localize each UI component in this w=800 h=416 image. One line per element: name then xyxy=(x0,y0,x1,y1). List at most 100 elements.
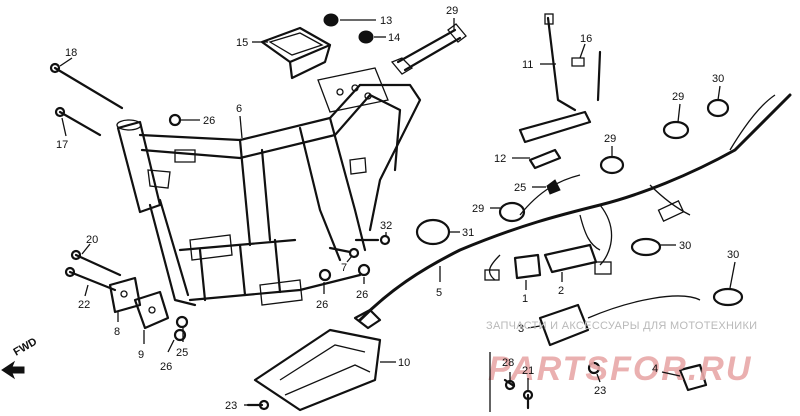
callout-28: 29 xyxy=(446,5,458,30)
callout-7: 7 xyxy=(341,255,353,274)
callout-18: 20 xyxy=(81,234,98,255)
fwd-label: FWD xyxy=(12,336,40,359)
callout-29-c: 29 xyxy=(472,203,500,215)
engine-bolt-18 xyxy=(70,249,122,277)
nut-26-mid-b xyxy=(357,263,371,277)
watermark-caption: ЗАПЧАСТИ И АКСЕССУАРЫ ДЛЯ МОТОТЕХНИКИ xyxy=(486,320,758,332)
callout-label: 25 xyxy=(514,182,526,194)
callout-22: 23 xyxy=(594,373,606,397)
callout-2: 2 xyxy=(558,272,564,297)
battery-strap xyxy=(390,23,467,75)
frame-body xyxy=(116,67,422,307)
callout-label: 2 xyxy=(558,285,564,297)
callout-16: 17 xyxy=(56,117,68,151)
clamp-29-d xyxy=(630,237,662,257)
callout-label: 13 xyxy=(380,15,392,27)
callout-20: 21 xyxy=(522,365,534,390)
callout-8: 8 xyxy=(114,312,120,338)
callout-label: 5 xyxy=(436,287,442,299)
cable-tag-15 xyxy=(571,57,585,67)
callout-label: 23 xyxy=(225,400,237,412)
callout-label: 29 xyxy=(672,91,684,103)
callout-label: 18 xyxy=(65,47,77,59)
callout-label: 30 xyxy=(727,249,739,261)
clamp-31 xyxy=(706,98,730,118)
skid-plate xyxy=(253,328,382,412)
callout-11: 11 xyxy=(522,59,556,71)
callout-3: 3 xyxy=(518,323,541,335)
callout-12: 12 xyxy=(494,153,530,165)
clamp-29-b xyxy=(599,155,625,175)
callout-26-mid-a: 26 xyxy=(316,282,328,311)
callout-23: 23 xyxy=(225,400,248,412)
wire-harness xyxy=(358,93,792,322)
engine-hanger-plate-9 xyxy=(133,290,170,330)
callout-label: 26 xyxy=(356,289,368,301)
callout-label: 23 xyxy=(594,385,606,397)
callout-label: 31 xyxy=(462,227,474,239)
bolt-7 xyxy=(328,246,360,259)
cdi-unit xyxy=(543,243,598,274)
callout-label: 7 xyxy=(341,262,347,274)
callout-26-mid-b: 26 xyxy=(356,277,368,301)
callout-29-b: 29 xyxy=(604,133,616,157)
callout-label: 1 xyxy=(522,293,528,305)
callout-9: 9 xyxy=(138,330,145,361)
callout-6: 6 xyxy=(236,103,243,139)
callout-32: 32 xyxy=(380,220,392,236)
nut-22 xyxy=(587,361,601,375)
clamp-29-e xyxy=(712,287,744,307)
callout-24: 25 xyxy=(514,182,546,194)
callout-label: 20 xyxy=(86,234,98,246)
callout-label: 4 xyxy=(652,363,658,375)
callout-14: 15 xyxy=(236,37,268,49)
callout-25: 25 xyxy=(176,328,188,359)
fwd-arrow xyxy=(1,360,25,380)
engine-hanger-plate-8 xyxy=(108,276,142,314)
grommet-lower xyxy=(358,30,374,44)
nut-25 xyxy=(175,315,189,329)
callout-label: 16 xyxy=(580,33,592,45)
bolt-32 xyxy=(354,234,391,246)
svg-text:PARTSFOR.RU: PARTSFOR.RU xyxy=(488,350,752,388)
callout-label: 29 xyxy=(446,5,458,17)
nut-26-mid-a xyxy=(318,268,332,282)
ignition-coil xyxy=(538,295,701,347)
clamp-29-a xyxy=(662,120,690,140)
callout-label: 21 xyxy=(522,365,534,377)
callout-label: 9 xyxy=(138,349,144,361)
callout-4: 4 xyxy=(652,363,681,377)
harness-connectors xyxy=(353,200,685,330)
callout-27: 28 xyxy=(502,357,514,380)
grommet-24 xyxy=(546,179,561,195)
callout-13-upper: 13 xyxy=(340,15,392,27)
callout-21: 22 xyxy=(78,284,90,311)
nut-26-lower xyxy=(173,328,187,342)
callout-label: 26 xyxy=(160,361,172,373)
bolt-20 xyxy=(522,389,534,410)
callout-label: 8 xyxy=(114,326,120,338)
callout-29-d: 30 xyxy=(660,240,691,252)
callout-label: 12 xyxy=(494,153,506,165)
grommet-upper xyxy=(323,13,339,27)
partsfor-watermark-logo: PARTSFOR.RU xyxy=(488,350,752,388)
callout-label: 29 xyxy=(472,203,484,215)
bolt-16 xyxy=(54,106,102,137)
callout-13-lower: 14 xyxy=(374,32,400,44)
callout-1: 1 xyxy=(522,280,528,305)
callout-label: 22 xyxy=(78,299,90,311)
callout-30: 31 xyxy=(449,227,474,239)
callout-label: 17 xyxy=(56,139,68,151)
callout-17: 18 xyxy=(59,47,77,67)
callout-31: 30 xyxy=(712,73,724,101)
callout-26-lower: 26 xyxy=(160,339,175,373)
bolt-23 xyxy=(246,399,270,411)
callout-15: 16 xyxy=(579,33,592,59)
bolt-27 xyxy=(503,378,516,391)
callout-5: 5 xyxy=(436,266,442,299)
clamp-29-c xyxy=(498,201,526,223)
regulator-rectifier xyxy=(513,253,542,280)
battery-cable-11 xyxy=(544,13,602,112)
